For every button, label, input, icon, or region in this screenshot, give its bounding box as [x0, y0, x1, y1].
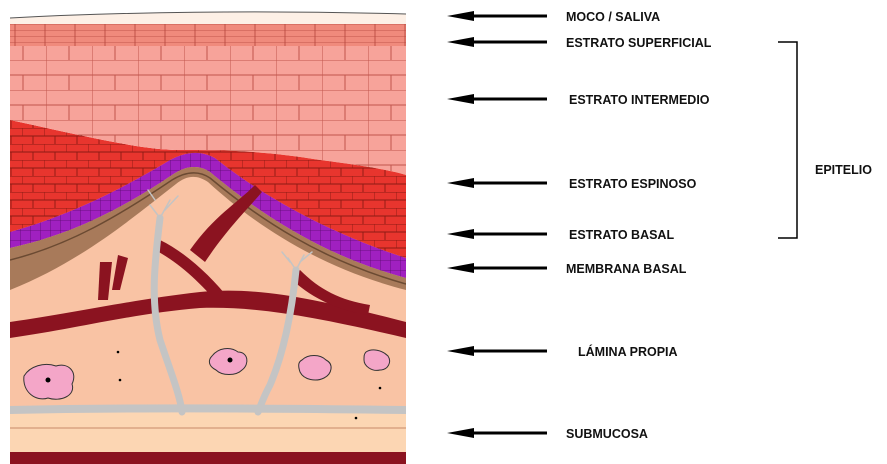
arrow-submucosa	[447, 428, 547, 438]
arrow-moco	[447, 11, 547, 21]
label-superficial: ESTRATO SUPERFICIAL	[566, 36, 712, 50]
epitelio-bracket	[778, 42, 797, 238]
arrow-basal	[447, 229, 547, 239]
submucosa-layer	[10, 410, 406, 452]
mucus-layer	[10, 12, 406, 24]
tissue-layers	[10, 12, 406, 464]
bottom-band	[10, 452, 406, 464]
arrow-membrana	[447, 263, 547, 273]
arrow-superficial	[447, 37, 547, 47]
label-intermedio: ESTRATO INTERMEDIO	[569, 93, 710, 107]
arrow-lamina	[447, 346, 547, 356]
label-epitelio: EPITELIO	[815, 163, 872, 177]
label-lamina: LÁMINA PROPIA	[578, 344, 678, 359]
arrow-espinoso	[447, 178, 547, 188]
label-espinoso: ESTRATO ESPINOSO	[569, 177, 697, 191]
arrow-intermedio	[447, 94, 547, 104]
label-moco: MOCO / SALIVA	[566, 10, 660, 24]
label-submucosa: SUBMUCOSA	[566, 427, 648, 441]
label-arrows	[447, 11, 547, 438]
label-basal: ESTRATO BASAL	[569, 228, 674, 242]
label-membrana: MEMBRANA BASAL	[566, 262, 687, 276]
